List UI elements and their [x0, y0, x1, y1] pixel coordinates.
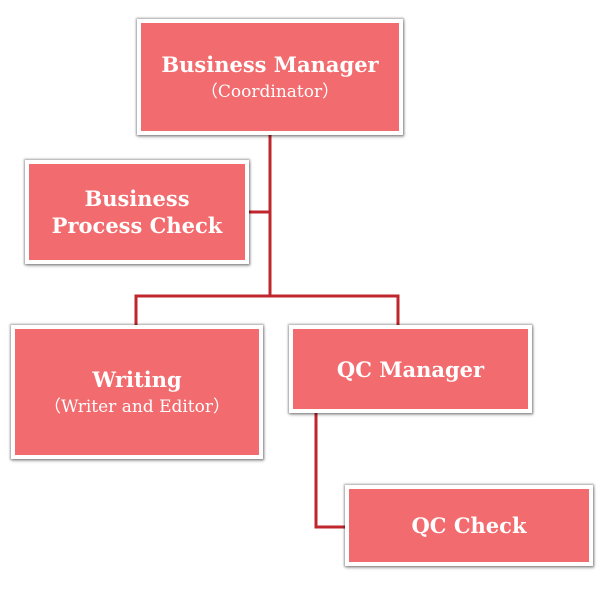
- writing-subtitle: （Writer and Editor）: [44, 396, 230, 417]
- qc-manager-box: QC Manager: [289, 325, 532, 413]
- qc-check-title: QC Check: [411, 513, 527, 538]
- qc-manager-title: QC Manager: [336, 356, 485, 382]
- writing-box: Writing （Writer and Editor）: [11, 325, 263, 459]
- business-manager-subtitle: （Coordinator）: [200, 81, 340, 102]
- business-process-check-box: Business Process Check: [25, 160, 249, 264]
- qc-check-box: QC Check: [345, 485, 593, 566]
- writing-title: Writing: [92, 366, 182, 392]
- business-manager-title: Business Manager: [161, 51, 379, 77]
- business-manager-box: Business Manager （Coordinator）: [137, 19, 403, 135]
- business-process-check-title: Business Process Check: [51, 186, 223, 238]
